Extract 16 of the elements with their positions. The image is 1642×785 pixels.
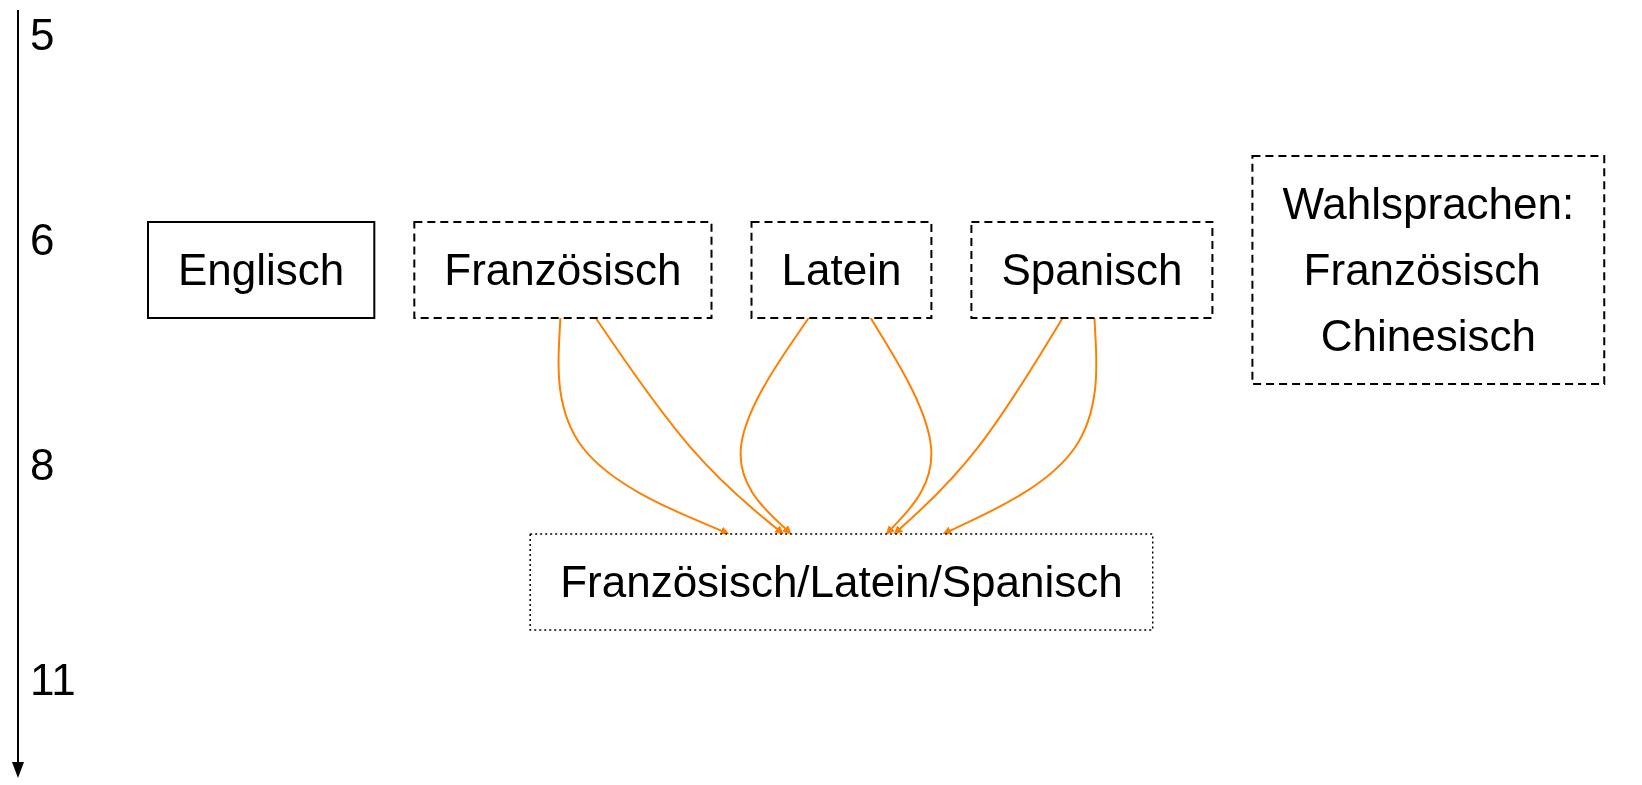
arrow	[893, 316, 1064, 534]
arrow	[739, 316, 810, 534]
grade-number: 6	[30, 215, 55, 265]
arrow	[594, 316, 784, 534]
arrow	[557, 316, 730, 535]
node-box: Wahlsprachen: Französisch Chinesisch	[1251, 154, 1606, 385]
grade-number: 5	[30, 10, 55, 60]
grade-number: 11	[30, 655, 76, 705]
node-box: Spanisch	[970, 220, 1214, 319]
arrow	[942, 316, 1098, 535]
node-box: Latein	[750, 220, 933, 319]
node-box: Englisch	[146, 220, 376, 319]
node-box: Französisch/Latein/Spanisch	[529, 532, 1154, 631]
arrow	[869, 316, 933, 534]
grade-number: 8	[30, 440, 55, 490]
node-box: Französisch	[413, 220, 713, 319]
